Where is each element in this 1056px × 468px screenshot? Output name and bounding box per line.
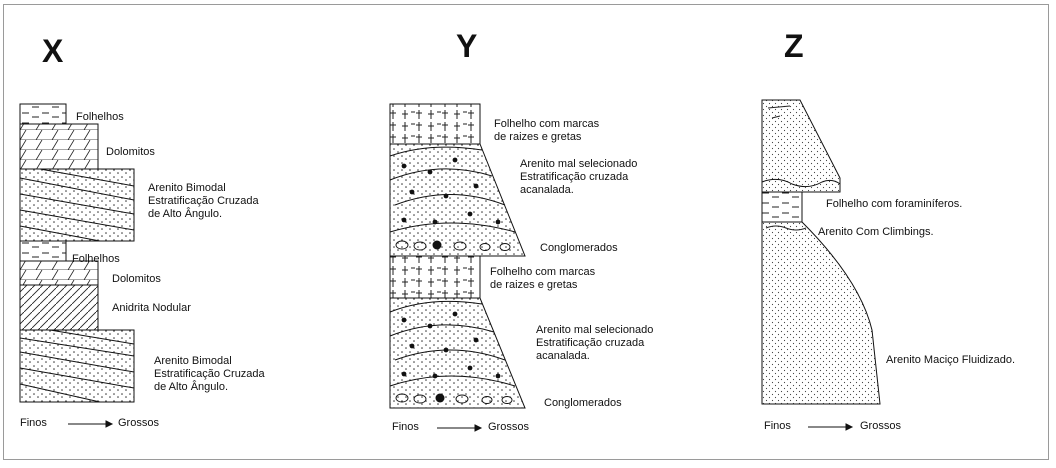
column-y-title: Y [456, 28, 478, 64]
axis-arrows [68, 420, 854, 432]
y-axis-fine: Finos [392, 421, 419, 433]
y-sandstone-top [389, 143, 526, 257]
x-label-dolomitos-mid: Dolomitos [112, 273, 161, 285]
z-label-arenito-climbings: Arenito Com Climbings. [818, 226, 934, 238]
x-label-arenito-bottom: Arenito Bimodal Estratificação Cruzada d… [154, 355, 265, 393]
x-axis-coarse: Grossos [118, 417, 159, 429]
column-y [389, 103, 526, 409]
x-label-anidrita: Anidrita Nodular [112, 302, 191, 314]
y-label-conglomerados-bottom: Conglomerados [544, 397, 622, 409]
y-shale-top [389, 103, 481, 145]
x-shale-mid [19, 240, 67, 262]
figure-frame [3, 4, 1049, 460]
column-z [761, 99, 881, 405]
y-label-arenito-top: Arenito mal selecionado Estratificação c… [520, 158, 638, 196]
z-label-arenito-macico: Arenito Maciço Fluidizado. [886, 354, 1016, 366]
y-shale-bottom [389, 255, 481, 299]
z-label-folhelho: Folhelho com foraminíferos. [826, 198, 963, 210]
y-label-conglomerados-top: Conglomerados [540, 242, 618, 254]
z-sandstone-massive [761, 221, 881, 405]
x-label-folhelhos-top: Folhelhos [76, 111, 124, 123]
y-sandstone-bottom [389, 297, 526, 409]
x-anhydrite [19, 284, 99, 331]
column-x [19, 103, 135, 403]
y-axis-coarse: Grossos [488, 421, 529, 433]
column-z-title: Z [784, 28, 804, 64]
x-dolomite-top [19, 123, 99, 170]
y-label-folhelho-top: Folhelho com marcas de raizes e gretas [494, 118, 600, 143]
z-axis-coarse: Grossos [860, 420, 901, 432]
x-label-folhelhos-mid: Folhelhos [72, 253, 120, 265]
x-label-arenito-top: Arenito Bimodal Estratificação Cruzada d… [148, 182, 259, 220]
x-sandstone-bottom [19, 329, 135, 403]
z-shale-foram [761, 191, 803, 223]
column-x-title: X [42, 33, 64, 69]
x-sandstone-top [19, 168, 135, 242]
x-shale-top [19, 103, 67, 125]
z-sandstone-top [761, 99, 841, 193]
x-axis-fine: Finos [20, 417, 47, 429]
y-label-folhelho-bottom: Folhelho com marcas de raizes e gretas [490, 266, 596, 291]
x-label-dolomitos-top: Dolomitos [106, 146, 155, 158]
y-label-arenito-bottom: Arenito mal selecionado Estratificação c… [536, 324, 654, 362]
z-axis-fine: Finos [764, 420, 791, 432]
